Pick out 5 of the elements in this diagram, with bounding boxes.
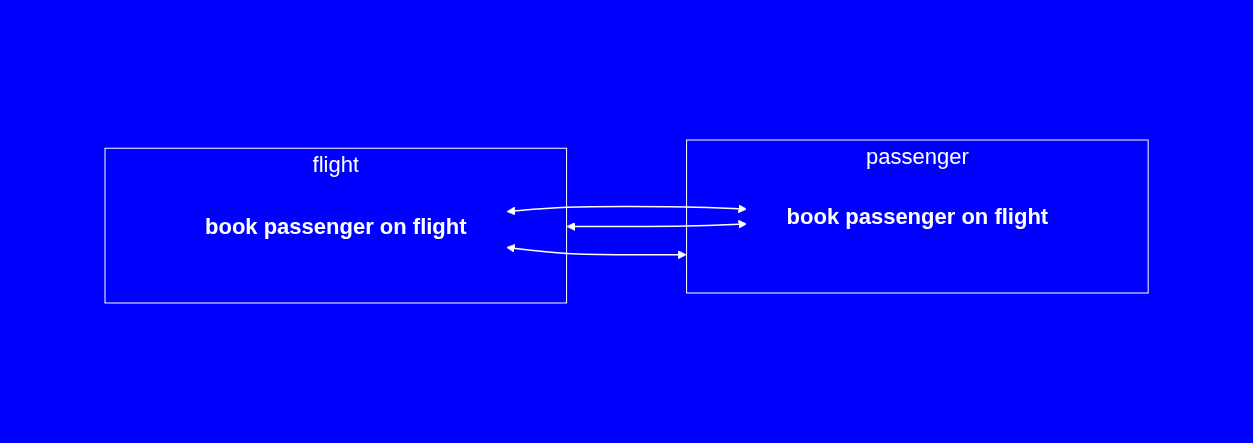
arrow (506, 244, 687, 260)
arrow (506, 204, 747, 216)
node-text: book passenger on flight (204, 214, 467, 239)
node-text: book passenger on flight (786, 204, 1049, 229)
arrow (566, 219, 747, 231)
